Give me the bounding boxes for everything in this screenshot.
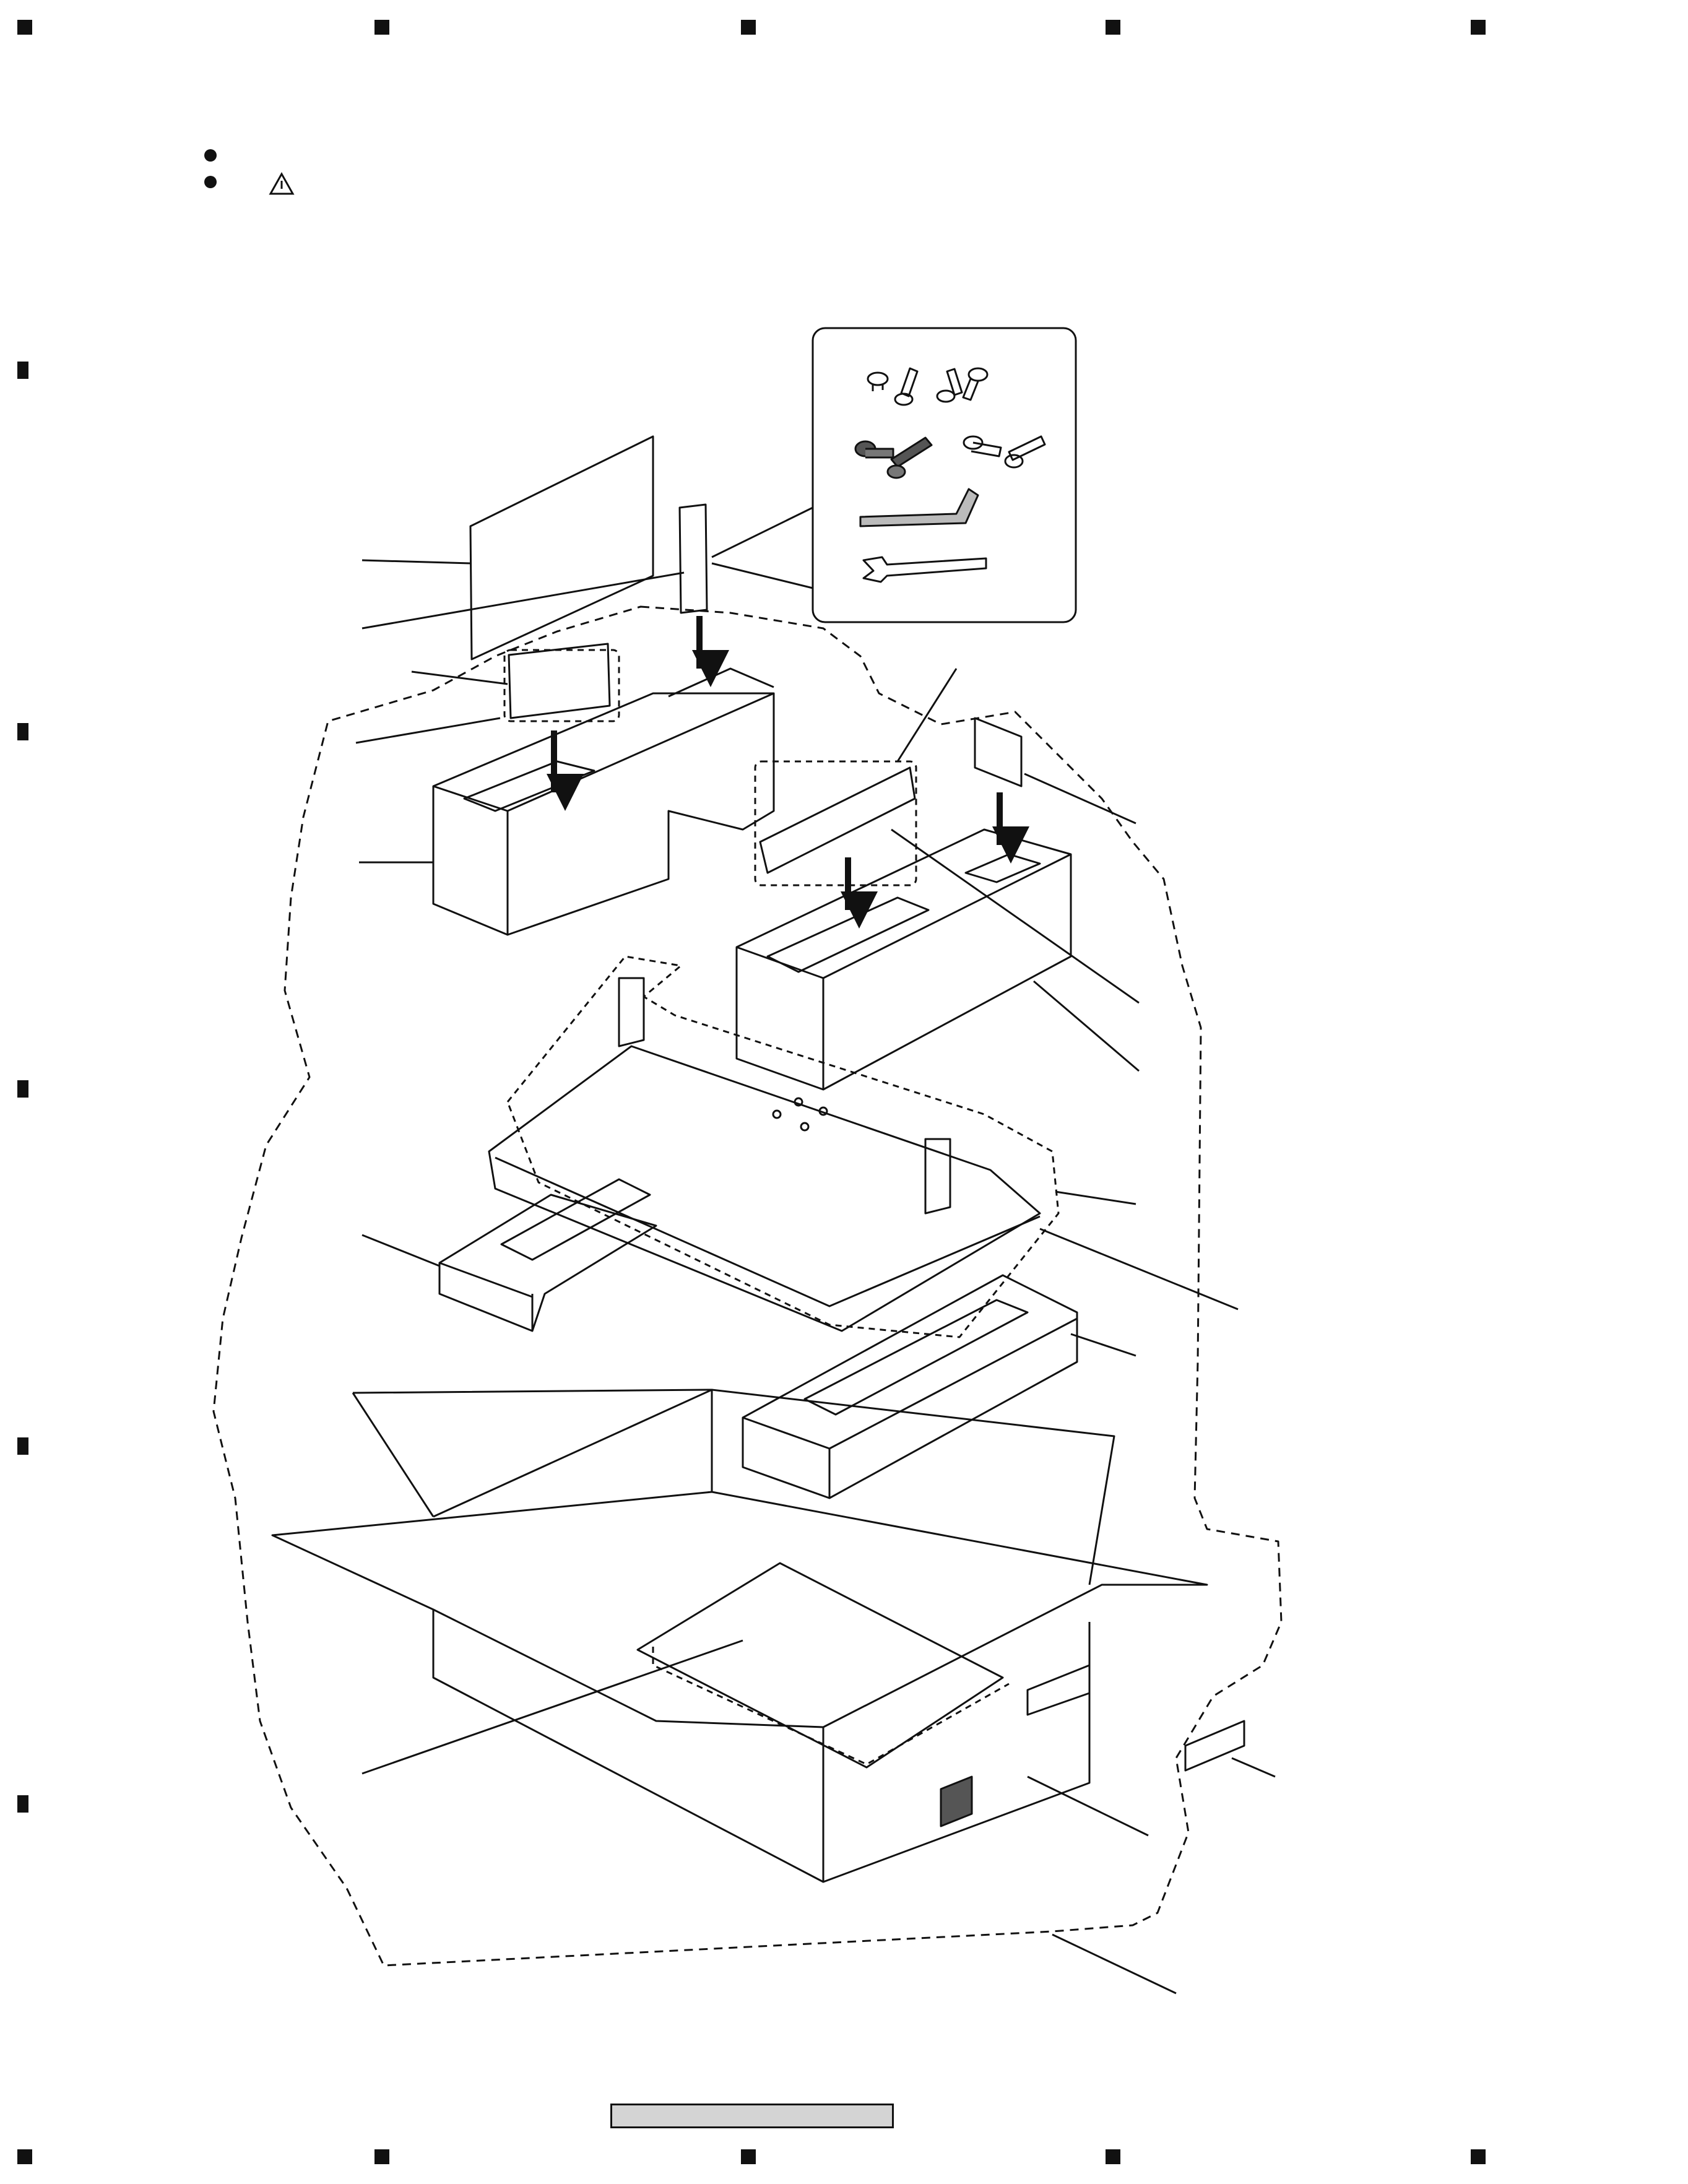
accessory-bag: [678, 503, 708, 614]
note-bullet: [204, 176, 217, 188]
note-bullet: [204, 149, 217, 162]
lower-right-cushion: [742, 1274, 1078, 1499]
lower-left-cushion: [438, 1178, 657, 1332]
screws-icon: [854, 367, 1046, 479]
left-upper-cushion: [432, 643, 775, 936]
registration-marks: [17, 20, 1486, 2164]
leader-lines: [355, 559, 1276, 1995]
packing-group-outline: [212, 605, 1283, 1967]
right-upper-cushion: [735, 760, 1072, 1091]
carton-box: [271, 1389, 1208, 1883]
side-label-sheet: [1184, 1720, 1245, 1772]
note-list: [204, 149, 295, 195]
footer-label-bar: [610, 2104, 894, 2128]
wrench-icon: [862, 556, 987, 583]
accessory-detail-box: [812, 327, 1077, 623]
stand-glass-shelf: [488, 955, 1060, 1338]
caution-label-sheet: [974, 717, 1023, 787]
operating-manual: [469, 435, 654, 661]
caution-triangle-icon: [269, 171, 295, 195]
hex-key-icon: [859, 488, 979, 527]
assembly-arrows: [547, 616, 1029, 929]
